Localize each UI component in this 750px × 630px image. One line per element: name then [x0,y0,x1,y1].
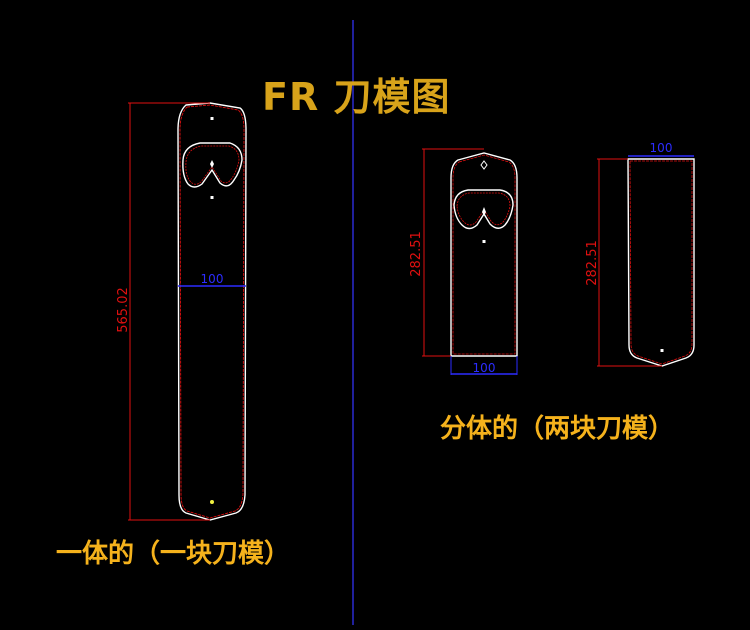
two-piece-caption: 分体的（两块刀模） [440,414,675,444]
one-piece-outline [177,102,247,521]
part1-width-label: 100 [473,361,496,375]
one-piece-width-label: 100 [201,272,224,286]
one-piece-caption: 一体的（一块刀模） [56,539,291,569]
split-die-part-1: 282.51 100 [409,148,518,375]
part2-width-label: 100 [650,141,673,155]
part1-width-dimension: 100 [450,356,518,375]
part1-chevron-cut [453,189,514,230]
one-piece-length-label: 565.02 [116,287,131,333]
part1-outline [450,152,518,357]
part1-length-label: 282.51 [409,231,424,277]
part2-length-label: 282.51 [585,240,600,286]
part2-outline [627,158,695,367]
one-piece-width-dimension: 100 [178,272,246,287]
one-piece-length-dimension: 565.02 [116,102,210,521]
part2-width-dimension: 100 [628,141,694,157]
part2-length-dimension: 282.51 [585,158,662,367]
part1-length-dimension: 282.51 [409,148,484,357]
one-piece-chevron-cut [182,142,243,188]
page-title: FR 刀模图 [262,75,451,119]
split-die-part-2: 282.51 100 [585,141,695,367]
one-piece-die: 565.02 100 [116,102,247,521]
